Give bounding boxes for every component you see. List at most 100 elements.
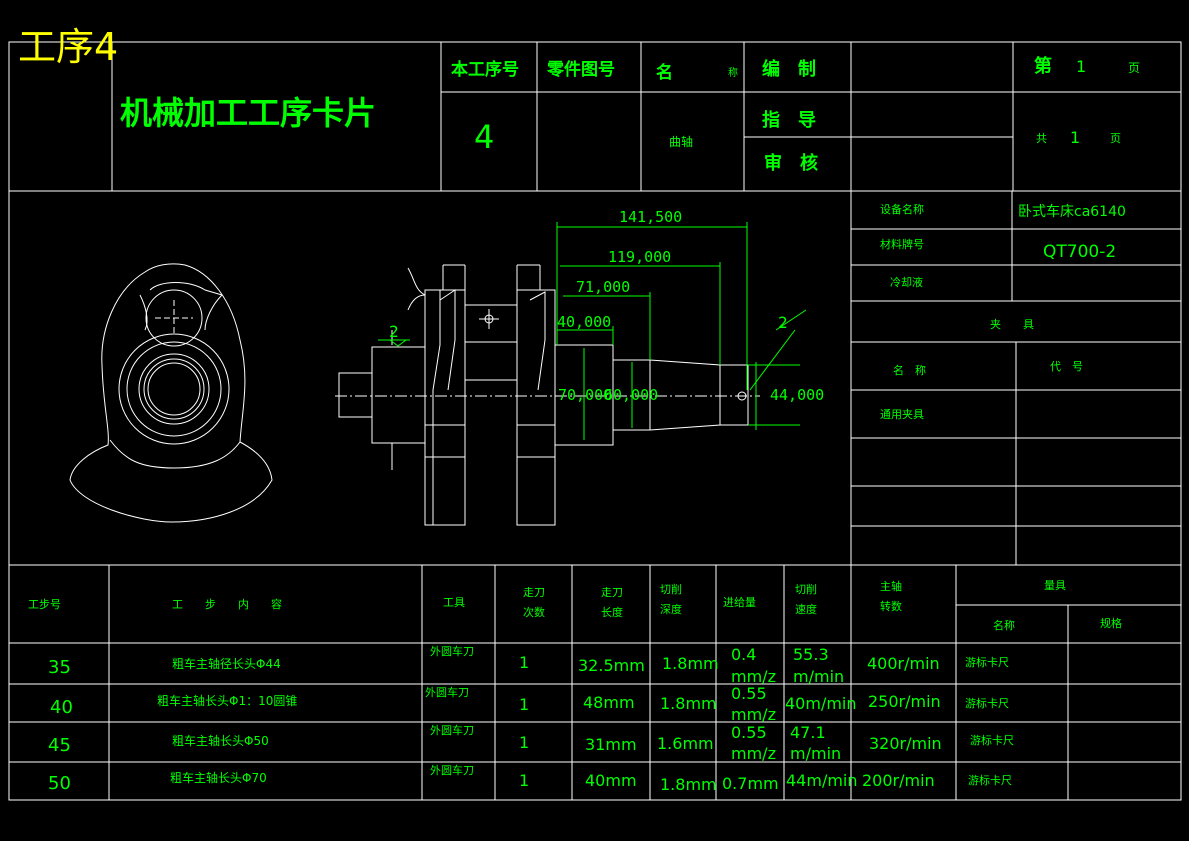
row-depth: 1.8mm <box>660 694 717 713</box>
dim-44-000: 44,000 <box>770 386 824 404</box>
page-label-b: 页 <box>1128 61 1140 75</box>
row-speed-a: 40m/min <box>785 694 857 713</box>
table-row: 50 粗车主轴长头Φ70 外圆车刀 1 40mm 1.8mm 0.7mm 44m… <box>48 763 1012 794</box>
row-feed-a: 0.4 <box>731 645 756 664</box>
row-passes: 1 <box>519 771 529 790</box>
guide-label: 指 导 <box>762 109 816 131</box>
header-length-b: 长度 <box>601 605 623 619</box>
header-spindle-a: 主轴 <box>880 579 902 593</box>
header-depth-a: 切削 <box>660 582 682 596</box>
material-value: QT700-2 <box>1043 242 1116 262</box>
row-tool: 外圆车刀 <box>430 723 474 737</box>
row-feed-a: 0.55 <box>731 723 767 742</box>
row-depth: 1.8mm <box>662 654 719 673</box>
dim-119-000: 119,000 <box>608 248 671 266</box>
table-row: 35 粗车主轴径长头Φ44 外圆车刀 1 32.5mm 1.8mm 0.4 mm… <box>48 644 1009 686</box>
row-length: 32.5mm <box>578 656 645 675</box>
roughness-left: 2 <box>389 322 399 341</box>
row-spindle: 320r/min <box>869 734 942 753</box>
row-content: 粗车主轴径长头Φ44 <box>172 656 281 671</box>
row-tool: 外圆车刀 <box>430 644 474 658</box>
fixture-title: 夹 具 <box>990 318 1034 331</box>
fixture-name-label: 名 称 <box>893 363 926 377</box>
row-feed-b: mm/z <box>731 667 776 686</box>
header-gauge: 量具 <box>1044 579 1066 592</box>
equipment-value: 卧式车床ca6140 <box>1018 203 1126 220</box>
process-no-label: 本工序号 <box>451 59 519 80</box>
row-spindle: 200r/min <box>862 771 935 790</box>
page-no: 1 <box>1076 57 1086 76</box>
review-label: 审 核 <box>764 152 818 174</box>
table-row: 40 粗车主轴长头Φ1：10圆锥 外圆车刀 1 48mm 1.8mm 0.55 … <box>50 684 1009 724</box>
roughness-right: 2 <box>778 313 788 332</box>
process-no-value: 4 <box>474 118 494 156</box>
material-label: 材料牌号 <box>880 237 924 251</box>
header-gauge-name: 名称 <box>993 618 1015 632</box>
dim-70-000: 70,000 <box>558 386 612 404</box>
row-feed-b: mm/z <box>731 744 776 763</box>
dim-71-000: 71,000 <box>576 278 630 296</box>
row-content: 粗车主轴长头Φ70 <box>170 770 267 785</box>
row-spindle: 400r/min <box>867 654 940 673</box>
row-gauge: 游标卡尺 <box>965 655 1009 669</box>
row-content: 粗车主轴长头Φ50 <box>172 733 269 748</box>
row-feed-b: mm/z <box>731 705 776 724</box>
part-name: 曲轴 <box>669 134 693 149</box>
total-label-a: 共 <box>1036 132 1047 145</box>
fixture-code-label: 代 号 <box>1050 360 1083 373</box>
fixture-name-value: 通用夹具 <box>880 408 924 421</box>
header-speed-a: 切削 <box>795 582 817 596</box>
dim-141-500: 141,500 <box>619 208 682 226</box>
header-passes-a: 走刀 <box>523 586 545 599</box>
row-depth: 1.6mm <box>657 734 714 753</box>
header-length-a: 走刀 <box>601 586 623 599</box>
row-spindle: 250r/min <box>868 692 941 711</box>
compile-label: 编 制 <box>762 58 816 80</box>
row-passes: 1 <box>519 695 529 714</box>
header-tool: 工具 <box>443 596 465 609</box>
table-row: 45 粗车主轴长头Φ50 外圆车刀 1 31mm 1.6mm 0.55 mm/z… <box>48 723 1014 763</box>
equipment-label: 设备名称 <box>880 202 924 216</box>
row-length: 31mm <box>585 735 637 754</box>
crankshaft-front-view <box>335 264 760 526</box>
row-step-no: 40 <box>50 697 73 718</box>
name-label-a: 名 <box>656 62 673 83</box>
dim-40-000: 40,000 <box>557 313 611 331</box>
row-gauge: 游标卡尺 <box>970 733 1014 747</box>
header-spindle-b: 转数 <box>880 599 902 613</box>
page-label-a: 第 <box>1034 55 1052 77</box>
row-step-no: 45 <box>48 735 71 756</box>
row-length: 40mm <box>585 771 637 790</box>
header-depth-b: 深度 <box>660 602 682 616</box>
crank-side-view <box>69 263 273 523</box>
name-label-b: 称 <box>728 66 738 79</box>
header-step-no: 工步号 <box>28 598 61 611</box>
header-step-content: 工 步 内 容 <box>172 597 282 611</box>
header-gauge-spec: 规格 <box>1100 616 1122 630</box>
row-feed-a: 0.7mm <box>722 774 779 793</box>
row-step-no: 50 <box>48 773 71 794</box>
dimension-lines <box>378 222 807 440</box>
card-title: 机械加工工序卡片 <box>120 94 376 132</box>
row-feed-a: 0.55 <box>731 684 767 703</box>
header-feed: 进给量 <box>723 596 756 609</box>
total-no: 1 <box>1070 128 1080 147</box>
row-depth: 1.8mm <box>660 775 717 794</box>
row-gauge: 游标卡尺 <box>968 773 1012 787</box>
row-tool: 外圆车刀 <box>425 685 469 699</box>
row-passes: 1 <box>519 733 529 752</box>
row-speed-a: 55.3 <box>793 645 829 664</box>
row-speed-a: 44m/min <box>786 771 858 790</box>
row-passes: 1 <box>519 653 529 672</box>
coolant-label: 冷却液 <box>890 275 923 289</box>
row-step-no: 35 <box>48 657 71 678</box>
row-speed-b: m/min <box>793 667 844 686</box>
row-content: 粗车主轴长头Φ1：10圆锥 <box>157 693 297 708</box>
row-speed-b: m/min <box>790 744 841 763</box>
header-passes-b: 次数 <box>523 605 545 619</box>
header-speed-b: 速度 <box>795 602 817 616</box>
part-drawing-label: 零件图号 <box>546 59 615 80</box>
frame-lines <box>8 41 1182 801</box>
row-gauge: 游标卡尺 <box>965 696 1009 710</box>
